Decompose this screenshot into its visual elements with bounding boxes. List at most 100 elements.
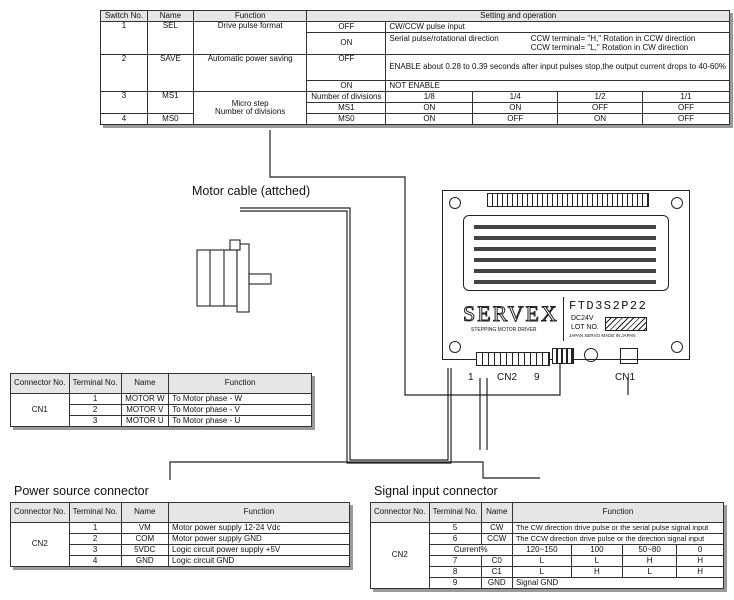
ms0-label: MS0 <box>306 113 387 125</box>
signal-row-8-no: 8 <box>428 566 482 578</box>
signal-row-5-func: The CW direction drive pulse or the seri… <box>511 522 725 534</box>
motor-row-3-name: MOTOR U <box>120 415 170 427</box>
power-row-4-no: 4 <box>68 555 122 567</box>
sw3-function-line1: Micro step <box>231 98 269 108</box>
sw1-ccw-l: CCW terminal= "L," Rotation in CW direct… <box>530 42 689 52</box>
power-row-4-name: GND <box>120 555 169 567</box>
power-header-function: Function <box>167 502 351 523</box>
motor-header-name: Name <box>120 373 170 394</box>
c1-1: L <box>511 566 572 578</box>
driver-board: SERVEX STEPPING MOTOR DRIVER FTD3S2P22 D… <box>442 190 690 360</box>
voltage-label: DC24V <box>571 315 594 322</box>
switch-table: Switch No. Name Function Setting and ope… <box>100 10 731 125</box>
pin1-label: 1 <box>468 372 474 383</box>
sw1-name: SEL <box>146 21 194 55</box>
motor-connector: CN1 <box>10 393 70 427</box>
signal-header-function: Function <box>511 502 725 523</box>
power-row-3-no: 3 <box>68 544 122 556</box>
ms1-label: MS1 <box>306 102 387 114</box>
maker-label: JAPAN SERVO MADE IN JAPAN <box>569 333 636 338</box>
c0-3: H <box>622 555 678 567</box>
ms1-4: OFF <box>641 102 731 114</box>
power-header-name: Name <box>120 502 169 523</box>
motor-row-1-func: To Motor phase - W <box>168 393 312 405</box>
div-4: 1/1 <box>641 91 731 103</box>
signal-row-7-no: 7 <box>428 555 482 567</box>
ms0-4: OFF <box>641 113 731 125</box>
power-row-1-name: VM <box>120 522 169 534</box>
sw1-function: Drive pulse format <box>192 21 308 55</box>
vent-block <box>463 215 669 291</box>
current-2: 100 <box>570 544 624 556</box>
lot-label: LOT NO. <box>571 324 599 331</box>
power-row-2-name: COM <box>120 533 169 545</box>
sw2-off-label: OFF <box>306 54 387 81</box>
signal-row-6-name: CCW <box>480 533 513 545</box>
current-4: 0 <box>676 544 724 556</box>
motor-header-connector: Connector No. <box>10 373 70 394</box>
signal-row-7-name: C0 <box>480 555 513 567</box>
signal-row-5-name: CW <box>480 522 513 534</box>
ms0-2: OFF <box>472 113 559 125</box>
sw2-off-text: ENABLE about 0.28 to 0.39 seconds after … <box>385 54 730 81</box>
current-label: Current% <box>428 544 513 556</box>
motor-row-3-func: To Motor phase - U <box>168 415 312 427</box>
sw1-ccw-h: CCW terminal= "H," Rotation in CCW direc… <box>530 34 696 44</box>
sw4-name: MS0 <box>146 113 194 125</box>
sw3-no: 3 <box>100 91 148 114</box>
header-switch-no: Switch No. <box>100 10 148 22</box>
header-function: Function <box>192 10 308 22</box>
ms0-1: ON <box>385 113 474 125</box>
power-row-1-func: Motor power supply 12-24 Vdc <box>167 522 351 534</box>
sw3-name: MS1 <box>146 91 194 114</box>
sw2-on-text: NOT ENABLE <box>385 80 730 92</box>
power-row-2-no: 2 <box>68 533 122 545</box>
motor-table: Connector No. Terminal No. Name Function… <box>10 373 312 427</box>
cn2-board-label: CN2 <box>497 372 518 383</box>
div-2: 1/4 <box>472 91 559 103</box>
model-label: FTD3S2P22 <box>569 299 648 313</box>
c1-3: L <box>622 566 678 578</box>
power-source-title: Power source connector <box>14 484 149 498</box>
power-header-terminal: Terminal No. <box>68 502 122 523</box>
motor-row-1-no: 1 <box>68 393 122 405</box>
motor-drawing <box>196 239 272 313</box>
power-table: Connector No. Terminal No. Name Function… <box>10 502 351 567</box>
brand-subtitle: STEPPING MOTOR DRIVER <box>471 327 537 333</box>
mount-hole-br <box>671 341 683 353</box>
signal-row-9-func: Signal GND <box>511 577 725 589</box>
sw1-off-label: OFF <box>306 21 387 33</box>
label-divider <box>563 297 564 341</box>
c0-1: L <box>511 555 572 567</box>
power-connector: CN2 <box>10 522 70 567</box>
wire-cn2-split <box>169 461 540 480</box>
sw2-name: SAVE <box>146 54 194 92</box>
c0-2: L <box>570 555 624 567</box>
wire-motor-cable <box>240 207 449 461</box>
divisions-label: Number of divisions <box>306 91 387 103</box>
current-1: 120~150 <box>511 544 572 556</box>
motor-header-function: Function <box>168 373 312 394</box>
sw1-off-text: CW/CCW pulse input <box>385 21 730 33</box>
sw1-on-cell: Serial pulse/rotational direction CCW te… <box>385 32 730 55</box>
motor-row-2-func: To Motor phase - V <box>168 404 312 416</box>
motor-header-terminal: Terminal No. <box>68 373 122 394</box>
power-row-3-name: 5VDC <box>120 544 169 556</box>
sw2-on-label: ON <box>306 80 387 92</box>
ms1-1: ON <box>385 102 474 114</box>
c0-4: H <box>676 555 724 567</box>
dip-switch <box>552 348 574 364</box>
power-row-4-func: Logic circuit GND <box>167 555 351 567</box>
motor-cable-label: Motor cable (attched) <box>192 184 311 198</box>
motor-row-3-no: 3 <box>68 415 122 427</box>
motor-row-2-no: 2 <box>68 404 122 416</box>
mount-hole-tl <box>449 197 461 209</box>
cn2-connector <box>476 352 550 366</box>
motor-row-1-name: MOTOR W <box>120 393 170 405</box>
cn1-board-label: CN1 <box>615 372 636 383</box>
signal-connector: CN2 <box>370 522 430 589</box>
signal-input-title: Signal input connector <box>374 484 498 498</box>
wire-switch-to-dip <box>269 130 561 396</box>
sw1-on-text: Serial pulse/rotational direction <box>389 34 499 44</box>
